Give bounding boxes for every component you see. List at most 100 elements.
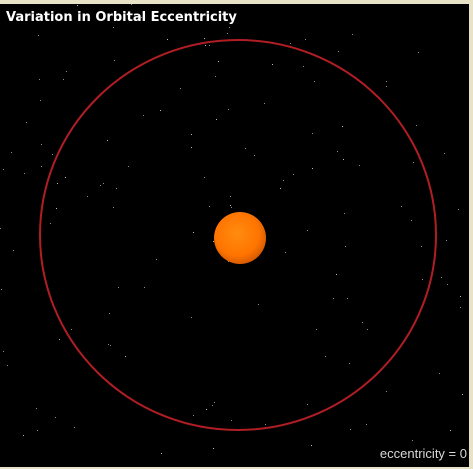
star xyxy=(307,230,308,231)
star xyxy=(422,279,423,280)
star xyxy=(359,165,360,166)
star xyxy=(141,17,142,18)
star xyxy=(180,88,181,89)
star xyxy=(191,134,192,135)
star xyxy=(59,339,60,340)
star xyxy=(114,60,115,61)
space-view: Variation in Orbital Eccentricity eccent… xyxy=(0,4,469,467)
star xyxy=(109,313,110,314)
star xyxy=(153,16,154,17)
star xyxy=(386,81,387,82)
star xyxy=(290,43,291,44)
star xyxy=(11,152,12,153)
star xyxy=(336,274,337,275)
star xyxy=(41,166,42,167)
star xyxy=(283,180,284,181)
star xyxy=(450,430,451,431)
star xyxy=(128,166,129,167)
star xyxy=(116,188,117,189)
star xyxy=(213,448,214,449)
star xyxy=(258,304,259,305)
star xyxy=(38,35,39,36)
star xyxy=(447,284,448,285)
star xyxy=(65,177,66,178)
star xyxy=(446,240,447,241)
star xyxy=(66,71,67,72)
star xyxy=(143,115,144,116)
star xyxy=(205,45,206,46)
star xyxy=(71,329,72,330)
star xyxy=(213,241,214,242)
eccentricity-value: 0 xyxy=(459,446,467,461)
star xyxy=(458,209,459,210)
star xyxy=(26,122,27,123)
star xyxy=(333,298,334,299)
star xyxy=(386,391,387,392)
star xyxy=(108,344,109,345)
star xyxy=(215,76,216,77)
star xyxy=(39,79,40,80)
star xyxy=(209,45,210,46)
star xyxy=(191,317,192,318)
star xyxy=(113,27,114,28)
star xyxy=(118,287,119,288)
star-field xyxy=(0,4,463,454)
orbit-path xyxy=(39,39,437,431)
star xyxy=(209,206,210,207)
star xyxy=(305,39,306,40)
star xyxy=(41,144,42,145)
star xyxy=(204,177,205,178)
star xyxy=(214,402,215,403)
star xyxy=(350,429,351,430)
star xyxy=(193,415,194,416)
star xyxy=(245,148,246,149)
star xyxy=(229,27,230,28)
star xyxy=(311,445,312,446)
star xyxy=(74,427,75,428)
star xyxy=(7,365,8,366)
star xyxy=(312,133,313,134)
star xyxy=(264,103,265,104)
star xyxy=(421,246,422,247)
star xyxy=(412,440,413,441)
star xyxy=(344,213,345,214)
star xyxy=(462,394,463,395)
star xyxy=(314,81,315,82)
star xyxy=(55,417,56,418)
star xyxy=(254,155,255,156)
star xyxy=(13,250,14,251)
star xyxy=(460,307,461,308)
star xyxy=(411,220,412,221)
star xyxy=(36,408,37,409)
star xyxy=(50,223,51,224)
star xyxy=(107,140,108,141)
star xyxy=(100,185,101,186)
sun xyxy=(214,212,266,264)
star xyxy=(416,125,417,126)
star xyxy=(77,5,78,6)
star xyxy=(193,232,194,233)
star xyxy=(312,168,313,169)
star xyxy=(230,205,231,206)
star xyxy=(342,126,343,127)
star xyxy=(1,289,2,290)
star xyxy=(167,39,168,40)
star xyxy=(460,296,461,297)
star xyxy=(337,151,338,152)
star xyxy=(52,154,53,155)
star xyxy=(161,453,162,454)
star xyxy=(345,246,346,247)
star xyxy=(227,33,228,34)
star xyxy=(386,86,387,87)
star xyxy=(0,228,1,229)
orbit-diagram xyxy=(0,4,463,454)
star xyxy=(204,38,205,39)
star xyxy=(216,119,217,120)
star xyxy=(218,61,219,62)
star xyxy=(40,100,41,101)
star xyxy=(113,207,114,208)
star xyxy=(230,196,231,197)
star xyxy=(362,322,363,323)
star xyxy=(303,66,304,67)
equals-sign: = xyxy=(444,446,460,461)
